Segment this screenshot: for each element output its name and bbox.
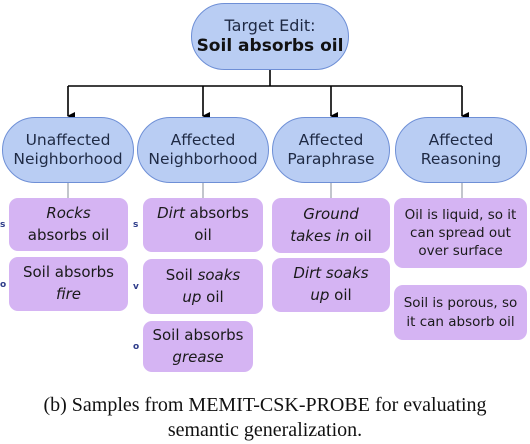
relation-marker: s	[133, 220, 139, 230]
category-node-affected-neighborhood: Affected Neighborhood	[137, 117, 269, 183]
sample-text-run: takes in	[290, 226, 350, 245]
caption-line-2: semantic generalization.	[167, 419, 363, 441]
category-label-line2: Reasoning	[420, 150, 502, 168]
sample-text-run: Oil is liquid, so it	[404, 206, 517, 223]
sample-text-run: can spread out	[410, 224, 511, 241]
sample-box: Ground takes in oil	[272, 198, 390, 253]
sample-text-line: fire	[56, 284, 81, 306]
sample-text-line: Dirt absorbs	[157, 203, 249, 225]
sample-box: Soil absorbs grease	[143, 321, 253, 372]
sample-text-run: Soil absorbs	[22, 263, 114, 282]
category-label-line2: Neighborhood	[13, 150, 123, 168]
figure-caption: (b) Samples from MEMIT-CSK-PROBE for eva…	[0, 393, 530, 443]
sample-text-run: oil	[329, 286, 352, 304]
sample-text-run: Dirt	[157, 204, 185, 223]
category-node-unaffected-neighborhood: Unaffected Neighborhood	[2, 117, 134, 183]
sample-text-run: up	[310, 286, 330, 304]
sample-text-line: takes in oil	[290, 226, 372, 248]
category-label-line1: Affected	[298, 131, 364, 150]
sample-text-line: Rocks	[46, 203, 90, 225]
sample-text-run: Soil is porous, so	[403, 295, 518, 312]
caption-suffix: for evaluating	[369, 394, 487, 416]
sample-text-line: up oil	[182, 287, 223, 309]
category-label-line1: Affected	[170, 131, 236, 150]
relation-marker: o	[133, 342, 140, 352]
target-edit-text: Soil absorbs oil	[196, 35, 344, 56]
category-label-line2: Paraphrase	[287, 150, 375, 168]
sample-text-run: Soil	[165, 265, 198, 284]
caption-dataset-name: MEMIT-CSK-PROBE	[188, 394, 370, 416]
sample-text-line: Oil is liquid, so it	[405, 206, 517, 224]
sample-text-line: can spread out	[410, 224, 511, 242]
sample-text-run: soaks	[197, 265, 241, 284]
sample-text-run: oil	[201, 287, 224, 306]
sample-text-run: oil	[194, 226, 212, 244]
target-edit-node: Target Edit: Soil absorbs oil	[191, 3, 349, 70]
sample-text-run: it can absorb oil	[406, 313, 515, 330]
sample-text-run: fire	[55, 285, 82, 303]
caption-prefix: (b) Samples from	[43, 394, 189, 416]
sample-text-run: grease	[172, 347, 224, 366]
sample-text-line: Dirt soaks	[293, 263, 368, 285]
sample-text-line: Soil absorbs	[23, 262, 114, 284]
sample-text-run: Soil absorbs	[152, 325, 244, 344]
sample-text-run: absorbs oil	[27, 225, 110, 244]
relation-marker: v	[133, 282, 139, 292]
target-edit-label: Target Edit:	[224, 16, 316, 36]
sample-text-run: absorbs	[184, 204, 249, 223]
sample-text-line: Soil is porous, so	[404, 294, 518, 312]
sample-box: Soil absorbs fire	[9, 257, 128, 311]
sample-box: Dirt soaks up oil	[272, 258, 390, 312]
category-node-affected-reasoning: Affected Reasoning	[395, 117, 527, 183]
category-label-line1: Affected	[428, 131, 494, 150]
sample-text-run: up	[182, 287, 202, 306]
relation-marker: s	[0, 220, 6, 230]
category-label-line1: Unaffected	[25, 131, 111, 150]
sample-text-line: absorbs oil	[28, 225, 110, 247]
sample-text-line: Soil soaks	[166, 265, 241, 287]
relation-marker: o	[0, 280, 7, 290]
sample-text-run: Ground	[303, 204, 359, 223]
sample-text-line: it can absorb oil	[406, 313, 514, 331]
sample-text-line: over surface	[418, 242, 502, 260]
sample-text-line: grease	[172, 347, 223, 369]
category-node-affected-paraphrase: Affected Paraphrase	[272, 117, 390, 183]
category-label-line2: Neighborhood	[148, 150, 258, 168]
sample-box: Rocks absorbs oil	[9, 198, 128, 251]
sample-text-line: Ground	[303, 204, 359, 226]
caption-line-1: (b) Samples from MEMIT-CSK-PROBE for eva…	[0, 393, 530, 418]
sample-text-line: Soil absorbs	[152, 325, 243, 347]
sample-text-run: Dirt soaks	[293, 264, 369, 283]
sample-text-run: Rocks	[46, 203, 91, 222]
sample-text-run: oil	[349, 226, 372, 245]
sample-text-line: up oil	[310, 285, 351, 307]
sample-text-run: over surface	[418, 243, 503, 260]
sample-text-line: oil	[194, 225, 212, 247]
